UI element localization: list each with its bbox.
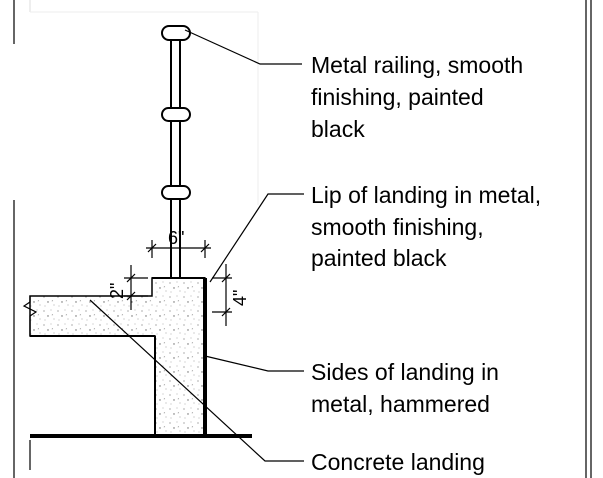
dimension-lip-height-label: 4" [230, 290, 250, 306]
sheet-border [13, 0, 592, 478]
callout-sides-line-1: Sides of landing in [311, 359, 499, 385]
dimension-width: 6" [146, 228, 211, 258]
callout-railing-line-1: Metal railing, smooth [311, 52, 523, 78]
callout-concrete-line-1: Concrete landing [311, 449, 485, 475]
dimension-lip-offset-label: 2" [107, 283, 127, 299]
callout-sides: Sides of landing in metal, hammered [311, 359, 499, 417]
dimension-width-label: 6" [168, 228, 184, 248]
dimension-lip-height: 4" [212, 264, 250, 326]
leader-lines [89, 29, 304, 462]
callout-concrete: Concrete landing [311, 449, 485, 475]
concrete-landing [22, 277, 206, 437]
callout-lip-line-3: painted black [311, 245, 447, 271]
callout-lip-line-2: smooth finishing, [311, 214, 484, 240]
callout-lip-line-1: Lip of landing in metal, [311, 182, 541, 208]
metal-sides [30, 277, 207, 436]
detail-frame [29, 0, 259, 470]
dimension-lip-offset: 2" [107, 265, 148, 310]
callout-lip: Lip of landing in metal, smooth finishin… [311, 182, 541, 271]
callout-railing-line-2: finishing, painted [311, 84, 484, 110]
callout-railing-line-3: black [311, 116, 365, 142]
callout-sides-line-2: metal, hammered [311, 391, 490, 417]
metal-railing [161, 25, 191, 278]
callout-railing: Metal railing, smooth finishing, painted… [311, 52, 523, 142]
